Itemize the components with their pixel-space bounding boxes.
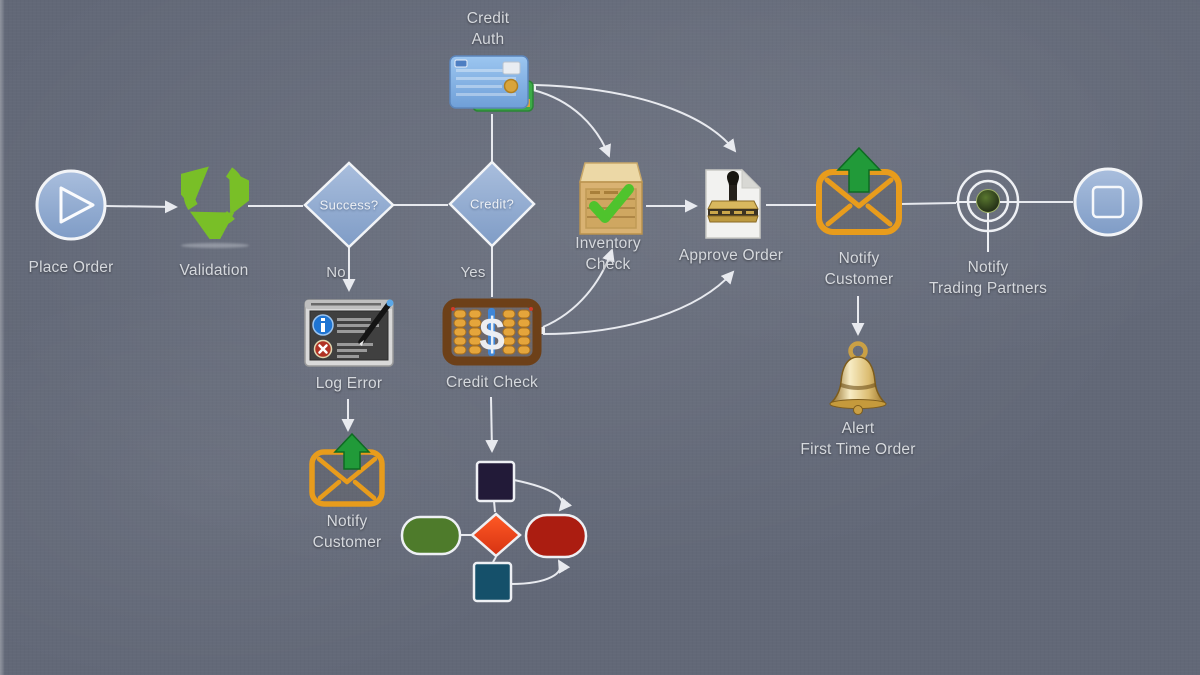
play-icon — [59, 186, 95, 224]
credit-card-icon — [447, 53, 537, 115]
edge-credit-check-approve — [542, 270, 735, 335]
validation-icon — [181, 163, 249, 239]
stop-icon — [1091, 185, 1125, 219]
mini-edge-diamond-teal — [492, 556, 497, 563]
mini-ellipse-green — [400, 515, 462, 556]
edge-credit-auth-inventory — [532, 89, 611, 158]
start-event-node — [35, 169, 107, 241]
mini-ellipse-red — [524, 513, 588, 559]
success-gateway-label: Success? — [319, 197, 379, 213]
credit-check-abacus-icon: $ — [442, 298, 542, 368]
notify-envelope-error-icon — [302, 432, 392, 508]
check-icon — [589, 184, 634, 223]
success-gateway-diamond — [303, 161, 395, 249]
notify-envelope-icon — [814, 146, 904, 240]
connectors — [104, 84, 1073, 585]
approve-stamp-icon — [700, 166, 766, 242]
edge-credit-auth-approve — [534, 84, 737, 153]
pen-icon — [358, 301, 392, 345]
edge-notify-target — [899, 202, 957, 205]
alert-bell-icon — [823, 340, 893, 424]
target-icon — [956, 169, 1020, 252]
edge-credit-check-inventory — [542, 248, 615, 328]
up-arrow-icon — [836, 146, 882, 193]
chalkboard-edge-highlight — [0, 0, 5, 675]
up-arrow-icon — [333, 432, 371, 470]
end-event-node — [1073, 167, 1143, 237]
edge-credit-check-subprocess — [485, 396, 499, 453]
mini-square-teal — [472, 561, 513, 603]
mini-diamond-red — [470, 512, 522, 558]
edge-place-order-validation — [104, 200, 178, 214]
log-error-icon — [303, 294, 395, 372]
inventory-box-icon — [574, 156, 646, 236]
mini-edge-square-red — [513, 479, 573, 512]
dollar-sign: $ — [479, 308, 505, 360]
mini-diagram — [400, 460, 588, 603]
credit-gateway-diamond — [448, 160, 536, 248]
mini-edge-square-diamond — [493, 500, 496, 513]
mini-square-purple — [475, 460, 516, 503]
validation-shadow — [181, 243, 249, 248]
mini-edge-teal-red — [510, 559, 571, 585]
credit-gateway-label: Credit? — [469, 196, 515, 212]
connector-ports — [529, 84, 545, 334]
